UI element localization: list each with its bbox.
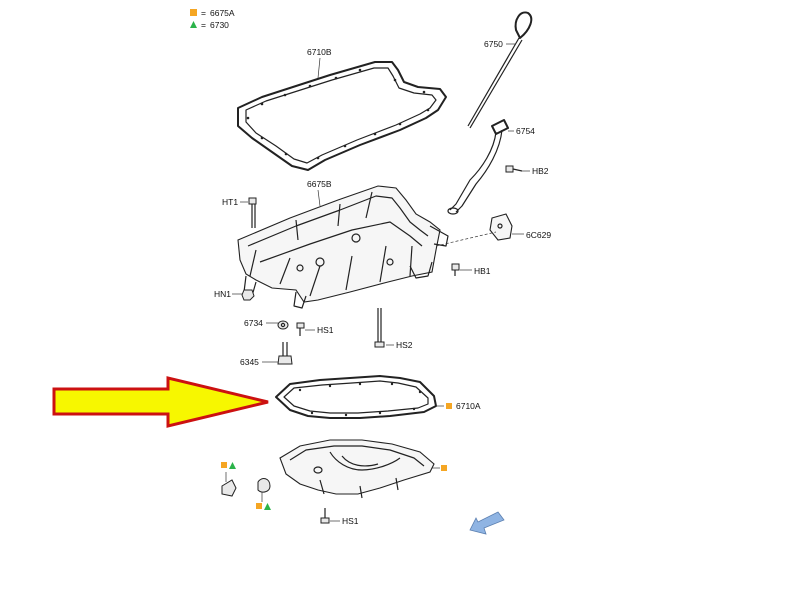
label-6345: 6345: [240, 357, 259, 367]
right-arrow-icon: [52, 376, 269, 428]
orange-square-icon: [256, 503, 262, 509]
orange-square-icon: [441, 465, 447, 471]
label-HS1-lower: HS1: [342, 516, 359, 526]
label-6675B: 6675B: [307, 179, 332, 189]
bolt-HS1-lower: [320, 508, 330, 524]
orange-square-icon: [221, 462, 227, 468]
gasket-6710B: [237, 61, 447, 171]
lower-oil-pan: [279, 439, 435, 499]
orange-square-icon: [446, 403, 452, 409]
upper-oil-pan-6675B: [237, 185, 449, 309]
drain-plug-6345: [277, 342, 293, 365]
label-HN1: HN1: [214, 289, 231, 299]
bracket-6C629: [489, 213, 513, 241]
dipstick-tube-6754: [447, 119, 509, 215]
front-direction-arrow-icon: [469, 511, 505, 535]
sensor-part: [221, 472, 237, 497]
plug-part: [257, 478, 271, 502]
label-6750: 6750: [484, 39, 503, 49]
label-HS2: HS2: [396, 340, 413, 350]
dipstick-6750: [467, 11, 533, 129]
bolt-HS1-upper: [296, 322, 305, 336]
bolt-HS2: [374, 308, 385, 348]
washer-6734: [277, 320, 289, 330]
label-6710A: 6710A: [456, 401, 481, 411]
gasket-6710A: [275, 375, 437, 419]
svg-text:=: =: [201, 20, 206, 30]
legend: = 6675A = 6730: [190, 8, 235, 30]
bolt-HB1: [451, 263, 460, 276]
highlight-arrow: [52, 376, 269, 428]
green-triangle-icon: [190, 21, 197, 28]
label-6754: 6754: [516, 126, 535, 136]
label-HB1: HB1: [474, 266, 491, 276]
direction-indicator: [469, 511, 505, 535]
nut-HN1: [241, 289, 255, 301]
orange-square-icon: [190, 9, 197, 16]
label-6C629: 6C629: [526, 230, 551, 240]
bolt-HB2: [505, 165, 523, 173]
stud-HT1: [248, 197, 257, 228]
label-HB2: HB2: [532, 166, 549, 176]
legend-code-6675A: 6675A: [210, 8, 235, 18]
label-6734: 6734: [244, 318, 263, 328]
label-6710B: 6710B: [307, 47, 332, 57]
svg-text:=: =: [201, 8, 206, 18]
green-triangle-icon: [264, 503, 271, 510]
legend-code-6730: 6730: [210, 20, 229, 30]
label-HS1-upper: HS1: [317, 325, 334, 335]
label-HT1: HT1: [222, 197, 238, 207]
green-triangle-icon: [229, 462, 236, 469]
